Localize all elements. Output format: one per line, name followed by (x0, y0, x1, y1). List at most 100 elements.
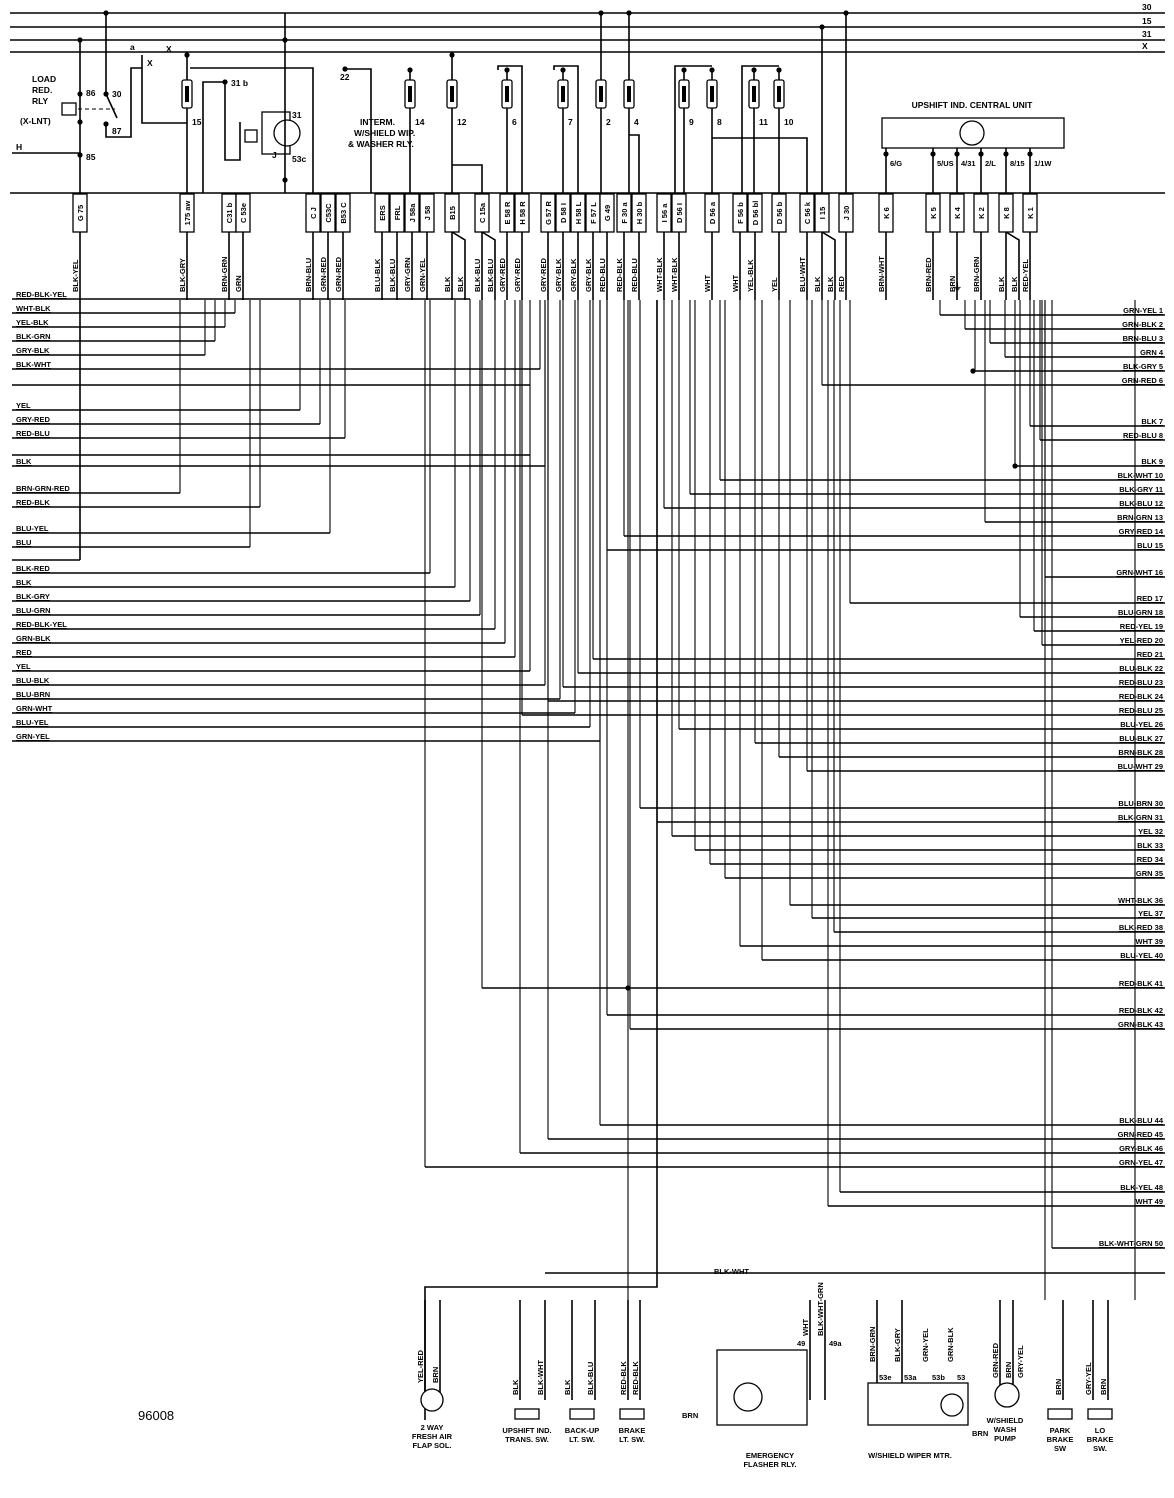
junction-dot (626, 10, 632, 16)
fuse-number: 9 (689, 117, 694, 127)
connector-pin-box (732, 193, 748, 233)
wire-color-label: YEL (770, 277, 779, 292)
bus-label: 15 (1142, 16, 1152, 26)
connector-pin-box (814, 193, 830, 233)
pin-label: 31 (292, 110, 302, 120)
bus-label: 30 (1142, 2, 1152, 12)
wire-color-label: BRN-RED (924, 257, 933, 292)
connector-pin-id: F 30 a (620, 202, 629, 224)
left-wire-label: YEL (16, 401, 31, 410)
wire-color-label: RED-BLU (598, 258, 607, 292)
right-wire-label: RED 34 (1137, 855, 1164, 864)
left-wire-label: BRN-GRN-RED (16, 484, 70, 493)
wire-color-label: YEL-BLK (746, 259, 755, 292)
wire-color-label: BLK-WHT (536, 1360, 545, 1395)
wire-color-label: GRN-YEL (921, 1328, 930, 1362)
connector-pin-id: 175 aw (183, 201, 192, 226)
mark-x: X (147, 58, 153, 68)
right-wire-label: YEL-RED 20 (1120, 636, 1163, 645)
connector-pin-box (555, 193, 571, 233)
transistor-icon (733, 1382, 763, 1412)
wire-color-label: BRN-BLU (304, 258, 313, 292)
connector-pin-box (389, 193, 405, 233)
right-wire-label: BLU-YEL 40 (1120, 951, 1163, 960)
connector-pin-box (72, 193, 88, 233)
right-wire-label: YEL 32 (1138, 827, 1163, 836)
connector-pin-id: K 1 (1026, 207, 1035, 219)
connector-pin-box (1022, 193, 1038, 233)
component-label: W/SHIELD (987, 1416, 1024, 1425)
pin-label: 53e (879, 1373, 892, 1382)
junction-dot (282, 37, 288, 43)
connector-pin-id: D 56 b (775, 201, 784, 224)
fuse-number: 11 (759, 117, 768, 127)
wire-color-label: BRN (431, 1367, 440, 1383)
fuse-element-icon (599, 86, 603, 102)
connector-pin-id: G 75 (76, 205, 85, 221)
left-wire-label: RED (16, 648, 32, 657)
connector-pin-box (973, 193, 989, 233)
wire-color-label: BRN-GRN (220, 257, 229, 292)
connector-pin-box (949, 193, 965, 233)
fuse-number: 6 (512, 117, 517, 127)
right-wire-label: BLK 9 (1141, 457, 1163, 466)
wire-color-label: BLK (443, 276, 452, 292)
pin-label: 86 (86, 88, 96, 98)
right-wire-label: RED-YEL 19 (1120, 622, 1163, 631)
left-wire-label: BLU-YEL (16, 718, 49, 727)
connector-pin-id: G 57 R (544, 201, 553, 225)
central-unit-pin: 8/15 (1010, 159, 1025, 168)
load-relay-title: RED. (32, 85, 52, 95)
right-wire-label: BLU-BRN 30 (1118, 799, 1163, 808)
fuse-number: 8 (717, 117, 722, 127)
branch-wire (481, 231, 496, 300)
junction-dot (504, 67, 510, 73)
connector-pin-id: K 4 (953, 206, 962, 219)
left-wire-label: BLU (16, 538, 31, 547)
right-wire-label: BLK-GRY 5 (1123, 362, 1163, 371)
relay-coil-icon (61, 102, 77, 116)
wire-color-label: BRN (972, 1429, 988, 1438)
relay-wire (190, 67, 314, 193)
switch-body-icon (619, 1408, 645, 1420)
right-wire-label: BRN-GRN 13 (1117, 513, 1163, 522)
right-wire-label: GRN-YEL 1 (1123, 306, 1163, 315)
fuse-element-icon (752, 86, 756, 102)
fuse-number: 14 (415, 117, 425, 127)
central-unit-title: UPSHIFT IND. CENTRAL UNIT (912, 100, 1034, 110)
right-wire-label: BLK-YEL 48 (1120, 1183, 1163, 1192)
wire-color-label: GRY-GRN (403, 257, 412, 292)
wire-color-label: BRN-GRN (868, 1327, 877, 1362)
junction-dot (77, 37, 83, 43)
wire-color-label: GRY-BLK (569, 258, 578, 292)
right-wire-label: BLK-GRN 31 (1118, 813, 1163, 822)
wire-color-label: WHT (731, 275, 740, 292)
central-unit-pin: 1/1W (1034, 159, 1052, 168)
connector-pin-box (404, 193, 420, 233)
right-wire-label: RED-BLK 42 (1119, 1006, 1163, 1015)
wire-color-label: GRY-BLK (584, 258, 593, 292)
connector-pin-id: F 56 b (736, 202, 745, 224)
right-wire-label: RED-BLU 23 (1119, 678, 1163, 687)
connector-pin-id: C31 b (225, 202, 234, 223)
pin-label: 31 b (231, 78, 248, 88)
connector-pin-id: H 58 R (518, 201, 527, 225)
wire-color-label: BLK (997, 276, 1006, 292)
right-wire-label: WHT-BLK 36 (1118, 896, 1163, 905)
wire-color-label: BLK (511, 1379, 520, 1395)
wire-color-label: BRN-WHT (877, 256, 886, 292)
wire-color-label: BLK-GRY (178, 258, 187, 292)
right-wire-label: RED 17 (1137, 594, 1163, 603)
left-wire-label: BLK-WHT (16, 360, 51, 369)
connector-pin-box (570, 193, 586, 233)
right-wire-label: GRN-BLK 2 (1122, 320, 1163, 329)
right-wire-label: GRN-YEL 47 (1119, 1158, 1163, 1167)
relay-output-wire (105, 67, 142, 138)
right-wire-label: RED-BLK 24 (1119, 692, 1164, 701)
connector-pin-id: D 58 I (559, 203, 568, 223)
component-label: WASH (994, 1425, 1017, 1434)
